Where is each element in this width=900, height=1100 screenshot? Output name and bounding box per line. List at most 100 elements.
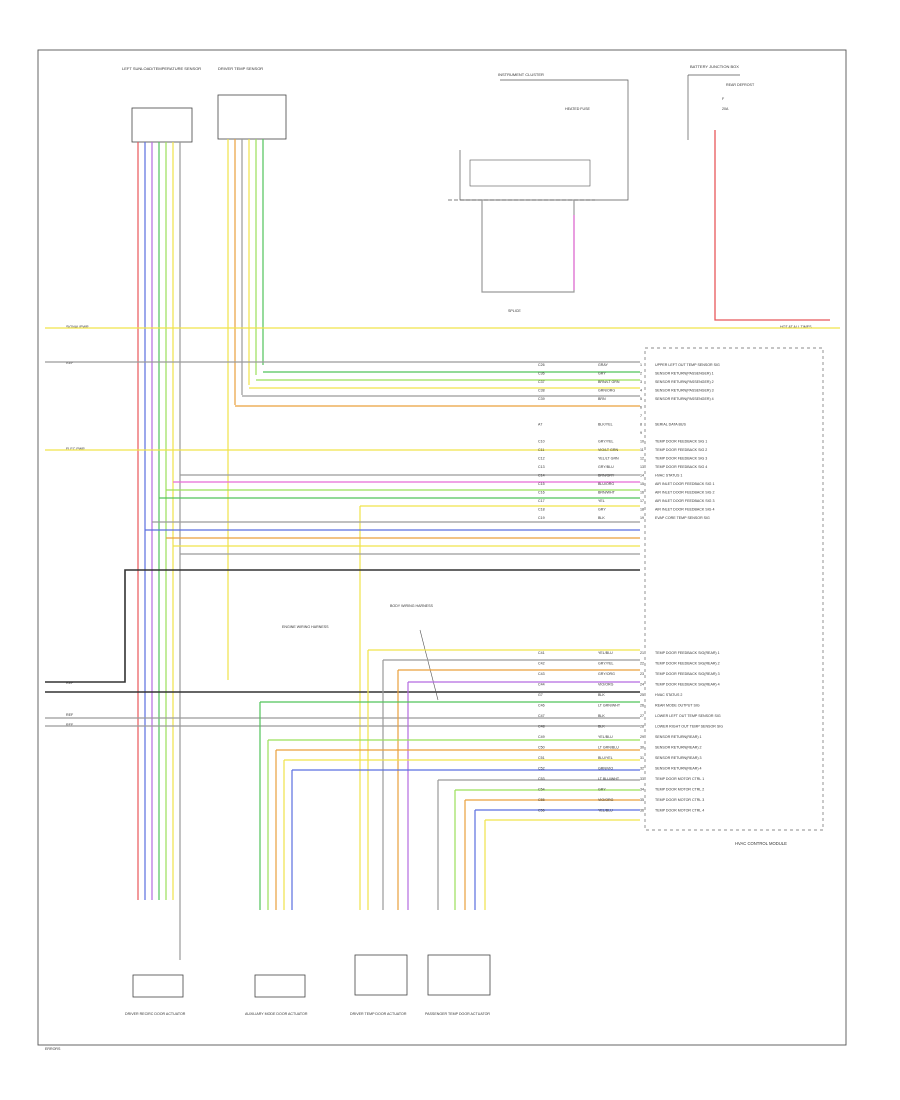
pin-wire-color: BRN/GRY	[598, 474, 615, 478]
pin-description: UPPER LEFT OUT TEMP SENSOR SIG	[655, 363, 720, 367]
pin-wire-color: VIO/ORG	[598, 683, 614, 687]
pin-wire-color: GRY	[598, 508, 606, 512]
pin-number: 35	[640, 798, 644, 802]
pin-description: LOWER LEFT OUT TEMP SENSOR SIG	[655, 714, 721, 718]
pin-wire-color: BRN/WHT	[598, 491, 616, 495]
pin-description: SENSOR RETURN(PASSENGER) 4	[655, 397, 714, 401]
hvac-module-title: HVAC CONTROL MODULE	[735, 841, 787, 846]
pin-number: 30	[640, 746, 644, 750]
pin-description: AIR INLET DOOR FEEDBACK SIG 1	[655, 482, 714, 486]
pin-wire-id: C49	[538, 735, 545, 739]
left-sensor-wires	[137, 142, 181, 960]
pin-description: LOWER RIGHT OUT TEMP SENSOR SIG	[655, 725, 723, 729]
relay-box-label: BATTERY JUNCTION BOX	[690, 64, 739, 69]
relay-box-outline	[687, 74, 740, 140]
driver-sensor-wires	[227, 139, 264, 680]
pin-wire-color: VIO/LT GRN	[598, 448, 618, 452]
pin-description: SERIAL DATA BUS	[655, 423, 686, 427]
pin-wire-id: C42	[538, 662, 545, 666]
pin-number: 16	[640, 491, 644, 495]
pin-description: SENSOR RETURN(REAR) 1	[655, 735, 702, 739]
pin-number: 25	[640, 693, 644, 697]
bottom-label-3: DRIVER TEMP DOOR ACTUATOR	[350, 1012, 407, 1016]
pin-wire-id: C38	[538, 389, 545, 393]
instrument-cluster-box	[459, 79, 629, 201]
pin-wire-color: YEL/LT GRN	[598, 457, 619, 461]
pin-number: 9	[640, 431, 642, 435]
pin-number: 19	[640, 516, 644, 520]
pin-description: TEMP DOOR MOTOR CTRL 2	[655, 788, 704, 792]
bottom-label-1: DRIVER RECIRC DOOR ACTUATOR	[125, 1012, 186, 1016]
pin-description: REAR MODE OUTPUT SIG	[655, 704, 700, 708]
pin-number: 11	[640, 448, 644, 452]
driver-sensor-box	[217, 94, 287, 140]
pin-wire-color: GRN/VIO	[598, 767, 613, 771]
pin-number: 5	[640, 397, 642, 401]
pin-wire-id: C14	[538, 474, 545, 478]
pin-wire-id: C18	[538, 508, 545, 512]
left-edge-label-1: SIGNAL/PWR	[66, 325, 89, 329]
pin-description: AIR INLET DOOR FEEDBACK SIG 2	[655, 491, 714, 495]
pin-wire-id: C12	[538, 457, 545, 461]
pin-number: 1	[640, 363, 642, 367]
pin-description: TEMP DOOR FEEDBACK SIG(REAR) 4	[655, 683, 720, 687]
pin-wire-color: GRY/ORG	[598, 672, 615, 676]
pin-wire-id: C53	[538, 777, 545, 781]
pin-wire-id: C44	[538, 683, 545, 687]
pin-number: 12	[640, 457, 644, 461]
pin-wire-id: C39	[538, 397, 545, 401]
pin-number: 33	[640, 777, 644, 781]
pin-wire-color: LT GRN/BLU	[598, 746, 619, 750]
pin-description: TEMP DOOR MOTOR CTRL 4	[655, 809, 704, 813]
pin-number: 22	[640, 662, 644, 666]
pin-wire-color: BLK/YEL	[598, 423, 613, 427]
pin-wire-color: BLK	[598, 725, 605, 729]
cluster-wires	[481, 200, 575, 293]
pin-description: SENSOR RETURN(PASSENGER) 1	[655, 372, 714, 376]
pin-wire-id: C51	[538, 756, 545, 760]
diagram-code: ERRORS	[45, 1047, 61, 1051]
pin-number: 28	[640, 725, 644, 729]
upper-pin-labels: C26 GRAY 1 UPPER LEFT OUT TEMP SENSOR SIG C3…	[538, 363, 720, 520]
left-edge-label-2: REF	[66, 361, 74, 365]
pin-wire-color: LT BLU/WHT	[598, 777, 620, 781]
pin-wire-id: C36	[538, 372, 545, 376]
pin-wire-color: BLU/ORG	[598, 482, 614, 486]
pin-wire-color: YEL	[598, 499, 605, 503]
pin-number: 21	[640, 651, 644, 655]
pin-number: 4	[640, 389, 642, 393]
pin-wire-id: C16	[538, 491, 545, 495]
pin-wire-id: C37	[538, 380, 545, 384]
pin-wire-id: C26	[538, 363, 545, 367]
pin-wire-color: GRY	[598, 372, 606, 376]
pin-wire-color: GRN/ORG	[598, 389, 615, 393]
pin-number: 23	[640, 672, 644, 676]
pin-wire-color: GRY/BLU	[598, 465, 614, 469]
pin-wire-id: C55	[538, 798, 545, 802]
pin-wire-color: GRAY	[598, 363, 609, 367]
pin-description: SENSOR RETURN(PASSENGER) 3	[655, 389, 714, 393]
pin-wire-color: BLK	[598, 693, 605, 697]
pin-description: SENSOR RETURN(PASSENGER) 2	[655, 380, 714, 384]
pin-wire-color: BRN/LT GRN	[598, 380, 620, 384]
rear-defrost-label: REAR DEFROST	[726, 83, 755, 87]
driver-sensor-label: DRIVER TEMP SENSOR	[218, 66, 263, 71]
pin-wire-id: C41	[538, 651, 545, 655]
pin-description: TEMP DOOR FEEDBACK SIG(REAR) 2	[655, 662, 720, 666]
pin-number: 3	[640, 380, 642, 384]
instrument-cluster-label: INSTRUMENT CLUSTER	[498, 72, 544, 77]
pin-description: SENSOR RETURN(REAR) 2	[655, 746, 702, 750]
pin-description: TEMP DOOR FEEDBACK SIG 3	[655, 457, 707, 461]
pin-number: 8	[640, 423, 642, 427]
pin-wire-id: C19	[538, 516, 545, 520]
pin-wire-color: BLK	[598, 516, 605, 520]
harness-note-1: ENGINE WIRING HARNESS	[282, 625, 329, 629]
pin-wire-id: C11	[538, 448, 544, 452]
hot-label: HOT AT ALL TIMES	[780, 325, 812, 329]
pin-wire-color: VIO/ORG	[598, 798, 614, 802]
pin-number: 18	[640, 508, 644, 512]
pin-description: HVAC STATUS 1	[655, 474, 682, 478]
pin-wire-color: GRY	[598, 788, 606, 792]
pin-description: SENSOR RETURN(REAR) 4	[655, 767, 702, 771]
pin-wire-id: C17	[538, 499, 545, 503]
